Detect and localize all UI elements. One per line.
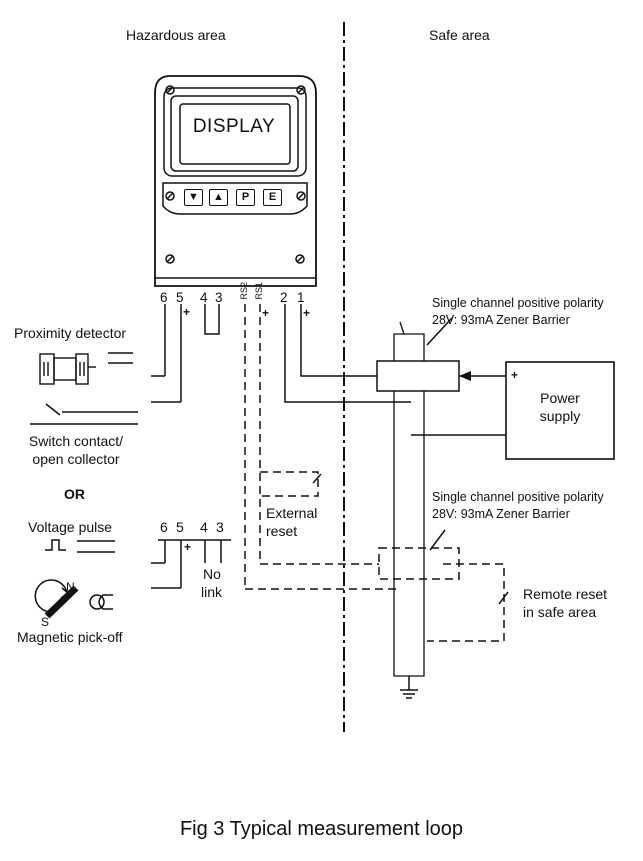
remote-reset-label-1: Remote reset [523, 586, 608, 602]
barrier-1-label-1: Single channel positive polarity [432, 296, 604, 310]
magnetic-pickoff-icon [34, 579, 113, 619]
terminal-1: 1 [297, 290, 305, 305]
proximity-detector-label: Proximity detector [14, 325, 127, 341]
south-pole-label: S [41, 615, 50, 629]
plus-mark: + [262, 306, 270, 320]
switch-contact-label: Switch contact/ [28, 433, 124, 449]
zener-barrier-1 [376, 321, 460, 677]
power-supply-box [505, 361, 615, 460]
e-button: E [263, 189, 282, 206]
earth-symbol [400, 676, 418, 699]
plus-mark: + [303, 306, 311, 320]
down-button: ▼ [184, 189, 203, 206]
plus-mark: + [183, 305, 191, 319]
remote-reset-label-2: in safe area [523, 604, 597, 620]
terminal-rs2: RS2 [239, 282, 249, 300]
hazardous-area-label: Hazardous area [126, 27, 226, 43]
no-link-label-1: No [203, 566, 221, 582]
lower-terminal-3: 3 [216, 519, 224, 535]
north-pole-label: N [66, 580, 75, 594]
terminal-4: 4 [200, 290, 208, 305]
p-button: P [236, 189, 255, 206]
barrier-arrow [459, 371, 471, 381]
figure-caption: Fig 3 Typical measurement loop [179, 818, 464, 840]
lower-terminal-5: 5 [176, 519, 184, 535]
switch-contact-icon [30, 403, 138, 425]
plus-mark: + [184, 540, 192, 554]
proximity-detector-icon [39, 353, 96, 385]
plus-mark: + [511, 368, 519, 382]
up-button: ▲ [209, 189, 228, 206]
or-label: OR [64, 486, 85, 502]
terminal-2: 2 [280, 290, 288, 305]
magnetic-pickoff-label: Magnetic pick-off [17, 629, 123, 645]
power-supply-label-1: Power [540, 390, 580, 406]
terminal-3: 3 [215, 290, 223, 305]
open-collector-label: open collector [32, 451, 120, 467]
housing-screws [165, 85, 306, 264]
no-link-label-2: link [201, 584, 223, 600]
barrier-2-label-1: Single channel positive polarity [432, 490, 604, 504]
barrier-1-label-2: 28V: 93mA Zener Barrier [432, 313, 570, 327]
safe-area-label: Safe area [429, 27, 490, 43]
barrier-2-label-2: 28V: 93mA Zener Barrier [432, 507, 570, 521]
voltage-pulse-icon [45, 539, 115, 553]
terminal-6: 6 [160, 290, 168, 305]
instrument-housing [154, 75, 317, 287]
external-reset-label-1: External [266, 505, 318, 521]
power-supply-label-2: supply [539, 408, 581, 424]
lower-terminal-6: 6 [160, 519, 168, 535]
voltage-pulse-label: Voltage pulse [28, 519, 113, 535]
external-reset-label-2: reset [266, 523, 298, 539]
terminal-5: 5 [176, 290, 184, 305]
lower-terminal-4: 4 [200, 519, 208, 535]
display-label: DISPLAY [192, 116, 276, 137]
terminal-rs1: RS1 [254, 282, 264, 300]
